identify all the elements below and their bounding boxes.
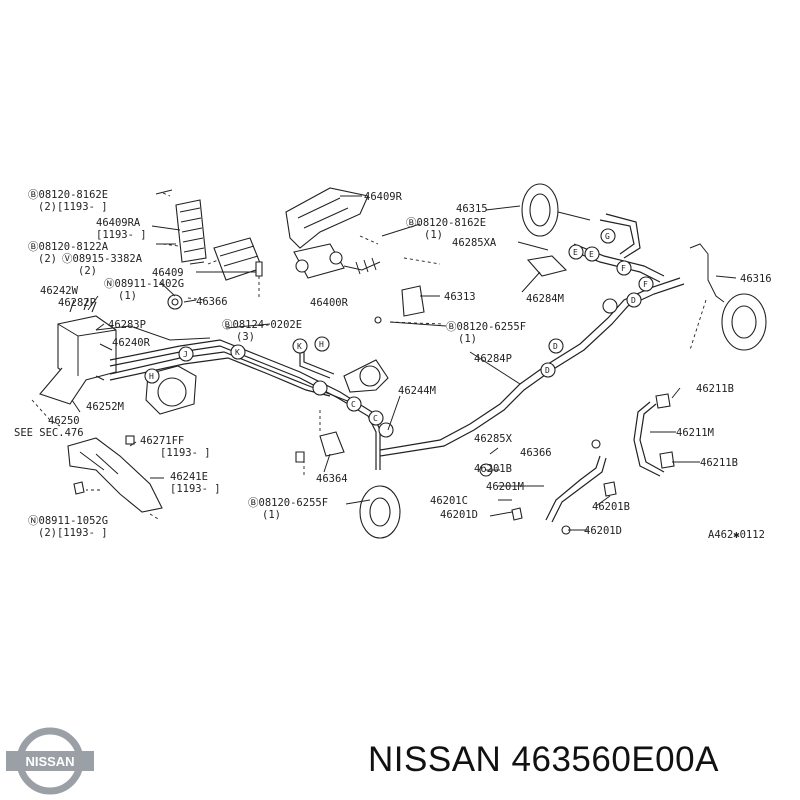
clip-letter: H [319,340,324,349]
clip-letter: D [545,366,550,375]
part-label: (1) [262,509,281,521]
part-label: (1) [118,290,137,302]
part-label: 46201M [486,481,524,493]
part-label: Ⓝ08911-1402G [104,278,184,290]
figure-code: A462✱0112 [708,529,765,541]
clip-letter: C [351,400,356,409]
part-label: [1193- ] [170,483,221,495]
part-label: 46283P [108,319,146,331]
lower-left-bracket [67,435,163,521]
part-label: (2) [78,265,97,277]
clip-letter: K [235,348,240,357]
part-number-caption: NISSAN 463560E00A [368,740,719,779]
part-label: Ⓑ08120-6255F [446,321,526,333]
part-label: 46285XA [452,237,497,249]
nissan-logo-icon: NISSAN [6,727,94,795]
clip-letter: J [183,350,188,359]
part-label: 46409RA [96,217,141,229]
clip-letter: E [589,250,594,259]
clip-letter-group: H J K K H D D E F G E F C C D [149,232,648,423]
part-label: 46201B [474,463,512,475]
part-label: 46201B [592,501,630,513]
clip-letter: G [605,232,610,241]
center-lower-parts [295,359,389,476]
part-label: 46285X [474,433,513,445]
part-label: 46271FF [140,435,184,447]
center-valve-assembly [285,187,443,325]
part-label: Ⓑ08120-8162E [28,189,108,201]
part-label: 46409R [364,191,403,203]
part-label: 46316 [740,273,772,285]
part-label: 46241E [170,471,208,483]
part-label: Ⓥ08915-3382A [62,253,143,265]
part-label: [1193- ] [96,229,147,241]
part-label: 46409 [152,267,184,279]
part-label: Ⓝ08911-1052G [28,515,108,527]
part-label: (2) [38,253,57,265]
part-label: 46201D [440,509,478,521]
part-label: 46242W [40,285,79,297]
part-label: 46366 [196,296,228,308]
part-label: 46244M [398,385,436,397]
clip-letter: F [621,264,626,273]
abs-actuator [31,297,211,427]
part-label: Ⓑ08120-6255F [248,497,328,509]
part-label: 46284M [526,293,564,305]
clip-letter: C [373,414,378,423]
part-label: 46201D [584,525,622,537]
part-label: (1) [424,229,443,241]
part-label: 46366 [520,447,552,459]
logo-wordmark: NISSAN [25,754,74,769]
bracket-group-left [162,192,263,310]
leader-lines [71,189,737,531]
part-label: 46211B [696,383,734,395]
part-label: 46282P [58,297,96,309]
part-label: 46252M [86,401,124,413]
clip-letter: F [643,280,648,289]
rear-right-wheel-sensor [689,243,767,351]
part-label: 46284P [474,353,512,365]
part-label: Ⓑ08120-8122A [28,241,109,253]
part-label: SEE SEC.476 [14,427,84,439]
part-label: (1) [458,333,477,345]
clip-letter: E [573,248,578,257]
part-label: [1193- ] [160,447,211,459]
rear-left-disc [359,485,401,539]
clip-letter: D [631,296,636,305]
part-label: 46211M [676,427,714,439]
part-label: Ⓑ08124-0202E [222,319,302,331]
part-label: 46364 [316,473,348,485]
part-label: 46400R [310,297,349,309]
part-label: 46250 [48,415,80,427]
clip-letter: D [553,342,558,351]
part-label: 46315 [456,203,488,215]
part-labels: Ⓑ08120-8162E (2)[1193- ] 46409RA [1193- … [14,189,772,541]
part-label: (2)[1193- ] [38,201,108,213]
part-label: 46240R [112,337,151,349]
part-label: 46201C [430,495,468,507]
part-label: (2)[1193- ] [38,527,108,539]
clip-letter: K [297,342,302,351]
part-label: Ⓑ08120-8162E [406,217,486,229]
front-right-wheel-sensor [521,183,591,277]
part-label: (3) [236,331,255,343]
part-label: 46211B [700,457,738,469]
pipe-clips [144,228,654,438]
part-label: 46313 [444,291,476,303]
clip-letter: H [149,372,154,381]
